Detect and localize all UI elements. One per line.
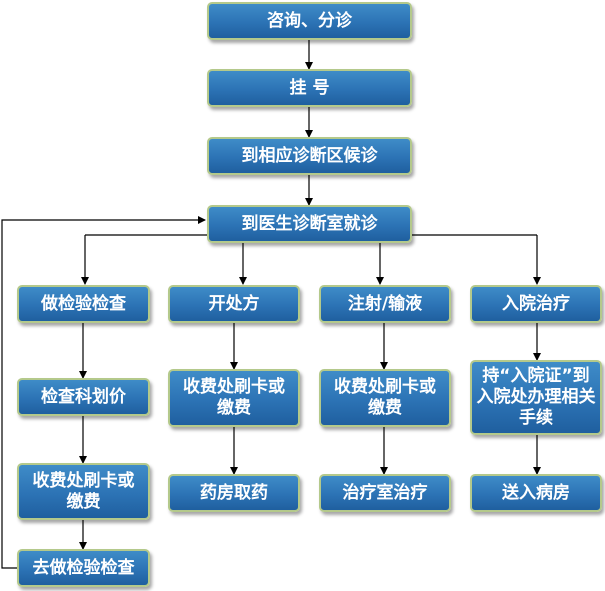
node-consult: 咨询、分诊 — [207, 2, 412, 40]
node-doctor: 到医生诊断室就诊 — [207, 205, 412, 243]
arrow-feedback-loop — [1, 216, 206, 569]
node-prescribe: 开处方 — [168, 285, 300, 323]
node-go-exam: 去做检验检查 — [17, 549, 150, 587]
node-pay1: 收费处刷卡或缴费 — [17, 463, 150, 520]
node-pay2: 收费处刷卡或缴费 — [168, 369, 300, 427]
node-ward: 送入病房 — [470, 474, 602, 512]
node-register: 挂 号 — [207, 69, 412, 107]
node-pharmacy: 药房取药 — [168, 474, 300, 512]
node-pay3: 收费处刷卡或缴费 — [319, 369, 451, 427]
node-pricing: 检查科划价 — [17, 378, 150, 416]
node-admit-proc: 持“入院证”到入院处办理相关手续 — [470, 360, 602, 435]
node-treat-room: 治疗室治疗 — [319, 474, 451, 512]
node-admit: 入院治疗 — [470, 285, 602, 323]
node-inject: 注射/输液 — [319, 285, 451, 323]
node-exam: 做检验检查 — [17, 285, 150, 323]
node-wait: 到相应诊断区候诊 — [207, 137, 412, 175]
